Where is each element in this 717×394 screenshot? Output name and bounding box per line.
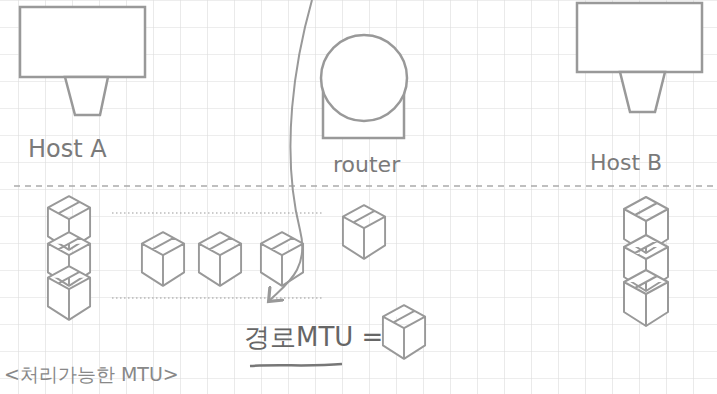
note-label: 경로MTU = [244, 320, 383, 355]
device-name: Host A [28, 135, 107, 163]
device-label: router [333, 152, 400, 177]
device-label: Host A [28, 135, 107, 163]
device-label: Host B [590, 150, 662, 175]
device-name: Host B [590, 150, 662, 175]
monitor-icon [20, 7, 145, 115]
device-name: router [333, 152, 400, 177]
monitor-icon [577, 3, 702, 112]
note-label: <처리가능한 MTU> [4, 362, 179, 388]
router-icon [321, 35, 407, 138]
